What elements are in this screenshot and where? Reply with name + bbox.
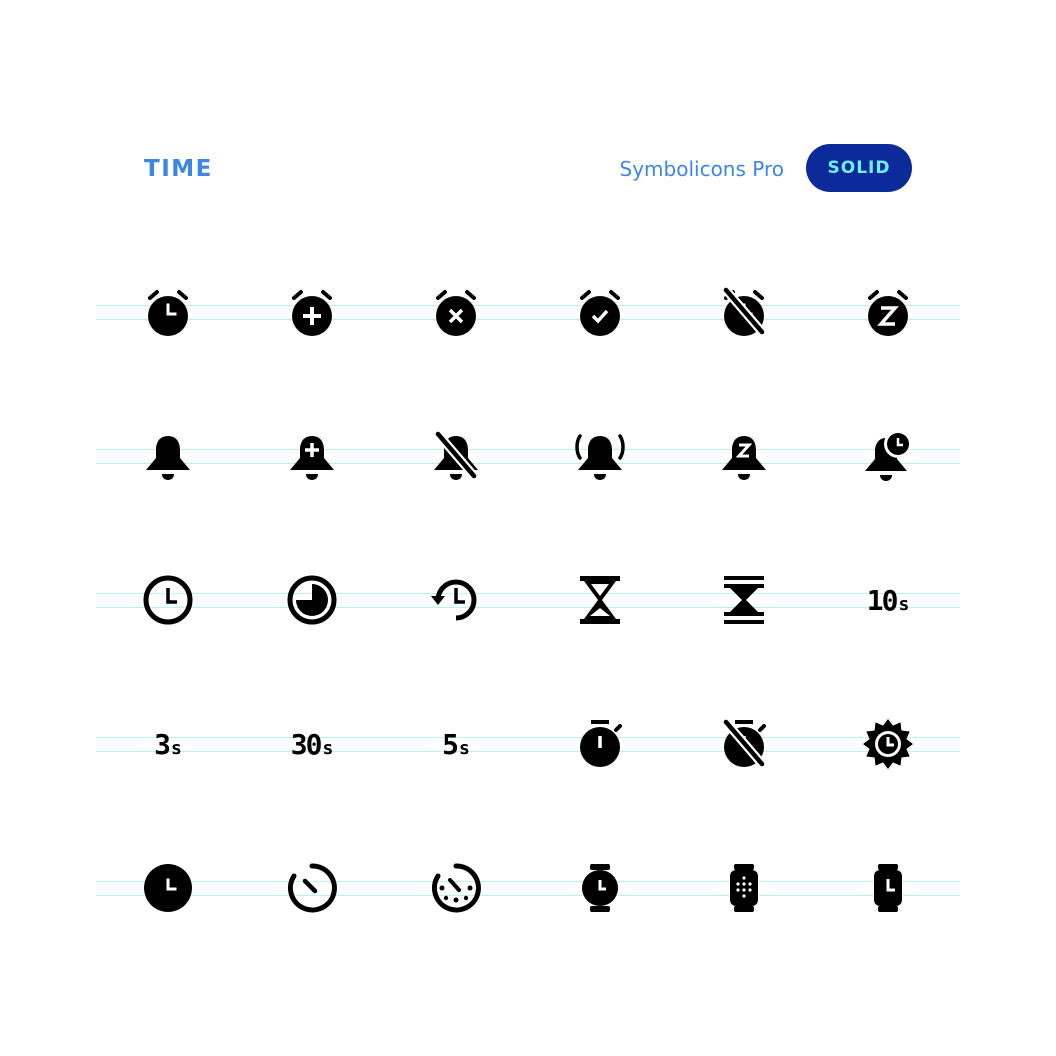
seconds-value: 3 [154, 727, 171, 761]
timer-dots-icon [428, 860, 484, 916]
title-time: TIME [144, 156, 213, 182]
alarm-clock-icon [140, 284, 196, 340]
clock-solid-icon [140, 860, 196, 916]
timer-icon-svg [287, 863, 337, 913]
brand-label: Symbolicons Pro [619, 157, 784, 181]
guide-line [96, 463, 960, 464]
bell-plus-icon-svg [290, 436, 334, 480]
alarm-clock-off-icon-svg [721, 285, 767, 337]
alarm-clock-plus-icon-svg [292, 290, 332, 336]
guide-line [96, 737, 960, 738]
clock-badge-icon [860, 716, 916, 772]
watch-square-icon [860, 860, 916, 916]
guide-line [96, 751, 960, 752]
guide-line [96, 607, 960, 608]
seconds-value: 10 [866, 583, 899, 617]
guide-line [96, 319, 960, 320]
style-badge: SOLID [806, 144, 912, 192]
bell-ringing-icon-svg [575, 434, 625, 480]
bell-clock-icon-svg [865, 430, 912, 481]
seconds-unit: s [171, 737, 182, 759]
clock-icon-svg [143, 575, 193, 625]
bell-clock-icon [860, 428, 916, 484]
stopwatch-off-icon-svg [721, 717, 767, 769]
guide-line [96, 881, 960, 882]
timer-dots-icon-svg [431, 863, 481, 913]
bell-snooze-icon [716, 428, 772, 484]
alarm-clock-icon-svg [148, 290, 188, 336]
clock-badge-icon-svg [863, 719, 913, 769]
alarm-clock-plus-icon [284, 284, 340, 340]
alarm-clock-snooze-icon-svg [868, 290, 908, 336]
bell-icon-svg [146, 436, 190, 480]
alarm-clock-x-icon-svg [436, 290, 476, 336]
hourglass-half-icon-svg [580, 576, 620, 624]
bell-ringing-icon [572, 428, 628, 484]
clock-pie-icon [284, 572, 340, 628]
stopwatch-icon-svg [580, 720, 622, 767]
watch-square-icon-svg [874, 864, 902, 912]
guide-line [96, 305, 960, 306]
hourglass-half-icon [572, 572, 628, 628]
stopwatch-icon [572, 716, 628, 772]
guide-line [96, 593, 960, 594]
alarm-clock-off-icon [716, 284, 772, 340]
seconds-value: 5 [442, 727, 459, 761]
watch-dots-icon [716, 860, 772, 916]
clock-solid-icon-svg [144, 864, 192, 912]
watch-icon-svg [582, 864, 618, 912]
bell-plus-icon [284, 428, 340, 484]
stopwatch-off-icon [716, 716, 772, 772]
seconds-unit: s [898, 593, 910, 615]
alarm-clock-check-icon [572, 284, 628, 340]
bell-snooze-icon-svg [722, 436, 766, 480]
watch-icon [572, 860, 628, 916]
seconds-value: 30 [290, 727, 323, 761]
bell-off-icon [428, 428, 484, 484]
clock-pie-icon-svg [287, 575, 337, 625]
watch-dots-icon-svg [730, 864, 758, 912]
seconds-unit: s [322, 737, 334, 759]
bell-off-icon-svg [433, 429, 479, 481]
timer-icon [284, 860, 340, 916]
seconds-unit: s [459, 737, 470, 759]
alarm-clock-snooze-icon [860, 284, 916, 340]
guide-line [96, 895, 960, 896]
guide-line [96, 449, 960, 450]
history-icon [428, 572, 484, 628]
alarm-clock-x-icon [428, 284, 484, 340]
hourglass-icon [716, 572, 772, 628]
history-icon-svg [431, 579, 477, 621]
hourglass-icon-svg [724, 576, 764, 624]
bell-icon [140, 428, 196, 484]
clock-icon [140, 572, 196, 628]
alarm-clock-check-icon-svg [580, 290, 620, 336]
